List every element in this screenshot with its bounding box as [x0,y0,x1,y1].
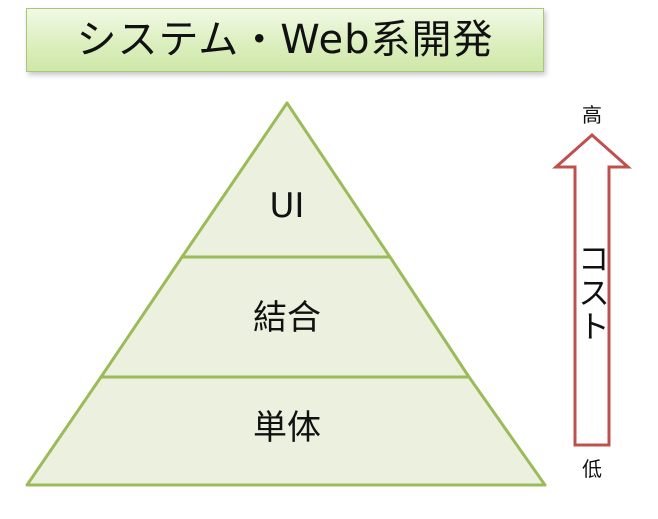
layer-label-integration: 結合 [253,298,321,338]
cost-arrow-label: コスト [573,242,611,344]
layer-label-ui: UI [269,186,305,226]
page-title: システム・Web系開発 [76,17,494,63]
cost-low-label: 低 [582,457,602,481]
title-banner: システム・Web系開発 [26,8,544,72]
pyramid-layer-unit [25,375,547,487]
up-arrow-icon [552,132,632,447]
cost-high-label: 高 [582,103,602,127]
layer-label-unit: 単体 [253,408,321,448]
